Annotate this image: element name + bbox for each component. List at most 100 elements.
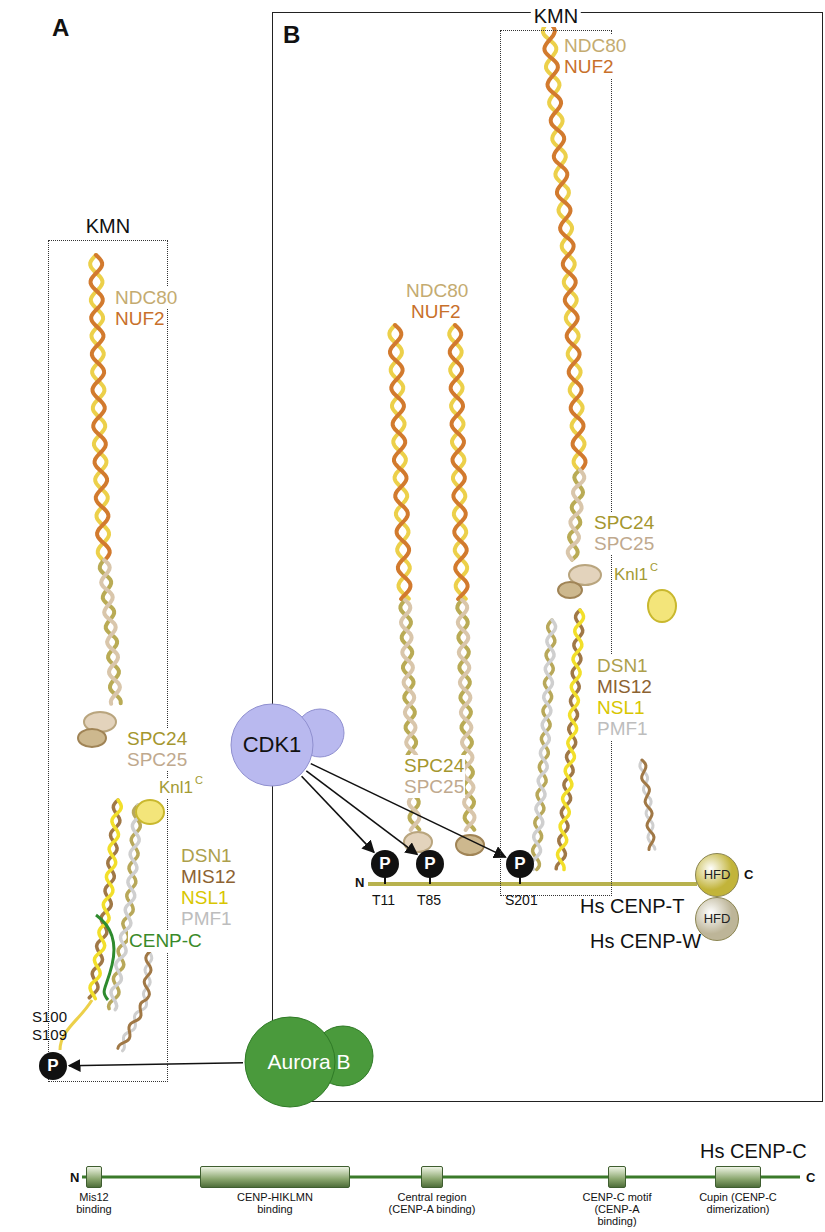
part-label: SPC25 <box>403 776 465 798</box>
phospho-site: P <box>39 1052 67 1080</box>
part-label: Knl1 <box>613 565 649 585</box>
part-label: DSN1 <box>596 655 649 677</box>
part-label: CENP-C <box>128 930 203 952</box>
kinase-name: Aurora B <box>244 1049 374 1075</box>
complex-heading: KMN <box>531 5 581 27</box>
histone-fold-domain: HFD <box>695 853 739 897</box>
domain-caption: Mis12 binding <box>64 1191 124 1215</box>
part-label: Hs CENP-T <box>580 895 684 918</box>
knl1-domain <box>648 590 676 622</box>
panel-letter: A <box>52 14 69 42</box>
cenp-c-strand <box>96 915 114 1000</box>
helix-strand <box>556 610 583 869</box>
part-label: SPC25 <box>126 749 188 771</box>
phospho-letter: P <box>506 850 534 878</box>
phospho-site: P <box>416 850 444 878</box>
domain-bar <box>608 1166 626 1188</box>
part-label: N <box>70 1171 79 1186</box>
phospho-site: P <box>371 850 399 878</box>
domain-caption: Cupin (CENP-C dimerization) <box>692 1191 784 1215</box>
domain-bar <box>715 1166 761 1188</box>
part-label: NUF2 <box>563 56 615 78</box>
domain-bar <box>200 1166 350 1188</box>
part-label: S109 <box>32 1026 67 1043</box>
phospho-letter: P <box>371 850 399 878</box>
part-label: SPC24 <box>593 512 655 534</box>
part-label: N <box>355 876 364 891</box>
helix-strand <box>568 470 584 560</box>
helix-strand <box>642 760 654 850</box>
spc-head <box>78 729 106 747</box>
part-label: C <box>806 1171 815 1186</box>
histone-fold-domain: HFD <box>695 897 739 941</box>
helix-strand <box>640 760 655 849</box>
part-label: C <box>195 774 203 787</box>
complex-heading: KMN <box>83 215 133 237</box>
phospho-site: P <box>506 850 534 878</box>
helix-strand <box>558 610 584 870</box>
domain-caption: CENP-C motif (CENP-A binding) <box>575 1191 659 1227</box>
helix-strand <box>543 22 585 469</box>
phospho-letter: P <box>39 1052 67 1080</box>
part-label: PMF1 <box>180 908 233 930</box>
helix-strand <box>91 255 110 559</box>
part-label: SPC24 <box>403 755 465 777</box>
helix-strand <box>450 325 468 599</box>
part-label: NSL1 <box>180 887 230 909</box>
phospho-letter: P <box>416 850 444 878</box>
kinase-blob: CDK1 <box>230 703 346 787</box>
blob-lobe <box>231 704 313 786</box>
part-label: Hs CENP-W <box>590 930 701 953</box>
helix-strand <box>544 22 585 469</box>
helix-strand <box>100 560 121 703</box>
part-label: Knl1 <box>158 778 194 798</box>
phospho-stalk <box>519 877 521 884</box>
cenp-t-chain <box>368 882 697 886</box>
domain-caption: CENP-HIKLMN binding <box>225 1191 325 1215</box>
phospho-stalk <box>429 877 431 884</box>
helix-strand <box>118 940 153 1048</box>
part-label: SPC24 <box>126 728 188 750</box>
kinase-name: CDK1 <box>230 732 314 758</box>
protein-domain: CENP-C motif (CENP-A binding) <box>575 1166 659 1227</box>
part-label: NUF2 <box>410 301 462 323</box>
helix-strand <box>90 255 109 559</box>
helix-strand <box>532 620 556 869</box>
part-label: Hs CENP-C <box>700 1140 807 1163</box>
helix-strand <box>101 560 120 704</box>
domain-name: HFD <box>696 898 738 940</box>
domain-bar <box>86 1166 102 1188</box>
part-label: NDC80 <box>405 280 469 302</box>
arrow-connector <box>306 771 417 855</box>
part-label: SPC25 <box>593 533 655 555</box>
complex-outline: KMN <box>48 240 168 1082</box>
part-label: NUF2 <box>114 308 166 330</box>
spc-head <box>558 582 582 598</box>
knl1-domain <box>136 800 164 824</box>
part-label: MIS12 <box>180 866 237 888</box>
arrow-connector <box>69 1063 243 1066</box>
panel-letter: B <box>283 21 300 49</box>
part-label: NSL1 <box>596 697 646 719</box>
kinase-blob: Aurora B <box>244 1016 374 1108</box>
part-label: NDC80 <box>114 287 178 309</box>
arrow-connector <box>311 764 506 858</box>
panel-frame: BKMNPPPHFDHFD <box>272 12 823 1102</box>
protein-domain: Cupin (CENP-C dimerization) <box>692 1166 784 1215</box>
helix-strand <box>390 325 410 599</box>
protein-domain: Central region (CENP-A binding) <box>382 1166 482 1215</box>
part-label: C <box>744 868 753 883</box>
helix-strand <box>389 325 409 599</box>
spc-head <box>404 832 432 852</box>
part-label: S100 <box>32 1008 67 1025</box>
part-label: T85 <box>417 892 441 908</box>
part-label: T11 <box>372 892 395 908</box>
domain-bar <box>421 1166 443 1188</box>
part-label: MIS12 <box>596 676 653 698</box>
part-label: NDC80 <box>563 35 627 57</box>
protein-domain: CENP-HIKLMN binding <box>225 1166 325 1215</box>
helix-strand <box>449 325 467 599</box>
